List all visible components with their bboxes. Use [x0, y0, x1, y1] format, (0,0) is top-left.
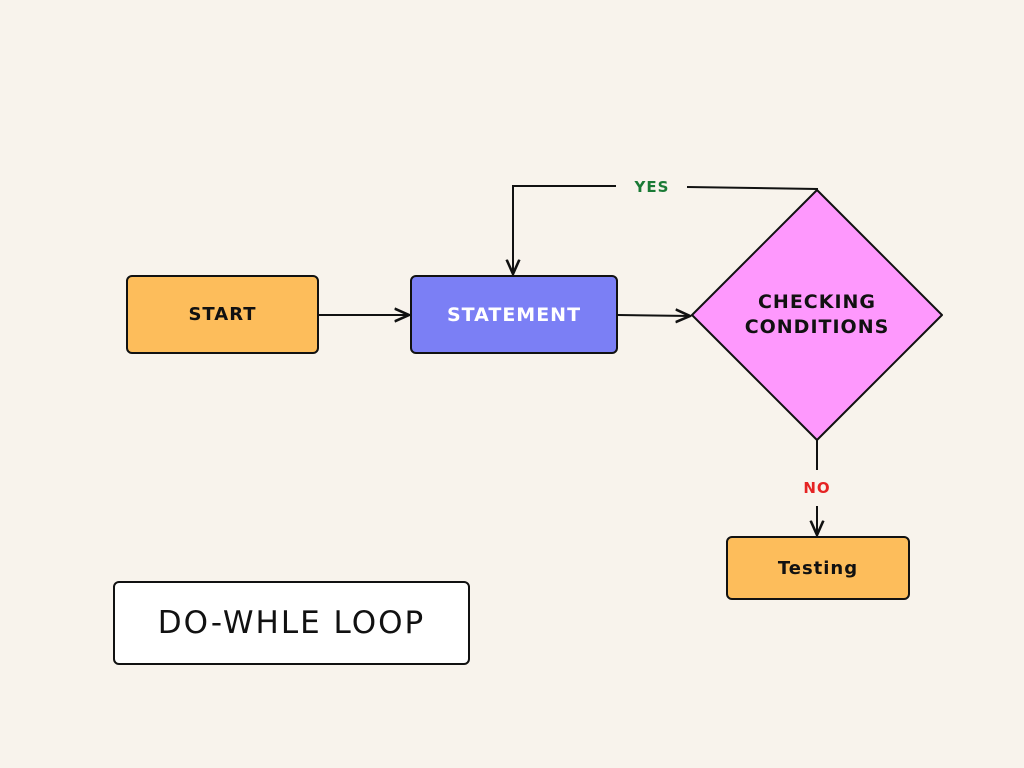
statement-node-label: STATEMENT	[446, 303, 582, 326]
testing-node-label: Testing	[777, 557, 859, 579]
decision-label-line-1: CHECKING	[757, 291, 877, 313]
decision-label-line-2: CONDITIONS	[744, 316, 890, 338]
decision-node-label: CHECKING CONDITIONS	[716, 290, 918, 340]
yes-loop-connector-right	[686, 186, 818, 190]
yes-branch-label: YES	[634, 178, 670, 196]
diagram-title: DO-WHLE LOOP	[157, 605, 426, 641]
testing-node: Testing	[726, 536, 910, 600]
diagram-title-box: DO-WHLE LOOP	[113, 581, 470, 665]
no-branch-label: NO	[803, 479, 831, 497]
yes-loop-connector-left	[513, 185, 616, 274]
statement-node: STATEMENT	[410, 275, 618, 354]
start-node-label: START	[188, 304, 257, 325]
arrow-statement-to-decision	[617, 315, 690, 316]
start-node: START	[126, 275, 319, 354]
